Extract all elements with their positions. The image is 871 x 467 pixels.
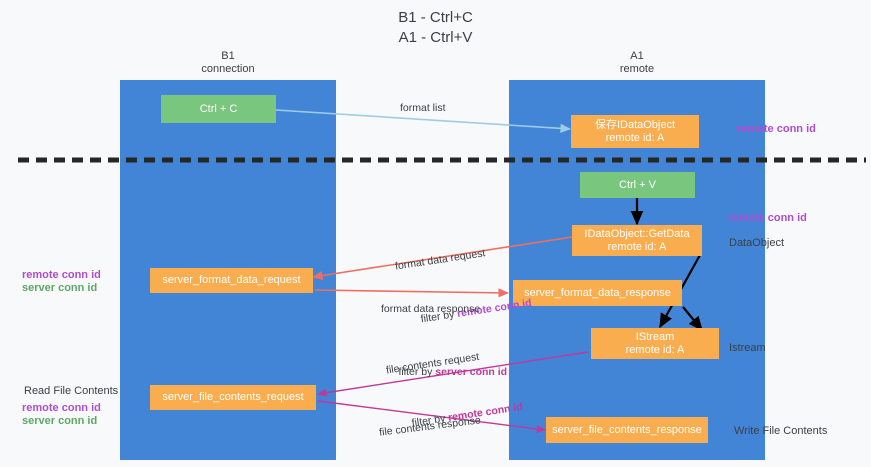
- right-label-dataobject: DataObject: [729, 237, 785, 249]
- edge-label-format-data-response: format data response filter by server co…: [381, 274, 507, 421]
- node-server-file-contents-request[interactable]: server_file_contents_request: [150, 385, 316, 410]
- node-server-format-data-request[interactable]: server_format_data_request: [150, 268, 313, 293]
- column-header-a1: A1 remote: [619, 50, 655, 75]
- node-istream[interactable]: IStream remote id: A: [591, 328, 719, 359]
- right-label-write-file-contents: Write File Contents: [734, 425, 828, 437]
- left-label-server-conn-id-bottom: server conn id: [22, 415, 98, 427]
- node-save-idataobject[interactable]: 保存IDataObject remote id: A: [571, 115, 699, 148]
- edge-label-format-data-response-filter: filter by server conn id: [398, 366, 508, 378]
- edge-label-format-list: format list: [400, 102, 446, 114]
- edge-label-format-data-request-text: format data request: [394, 247, 487, 273]
- left-label-server-conn-id-mid: server conn id: [22, 282, 98, 294]
- right-label-istream: Istream: [729, 342, 766, 354]
- node-server-file-contents-response[interactable]: server_file_contents_response: [546, 417, 708, 443]
- right-label-remote-conn-id-top: remote conn id: [737, 123, 816, 135]
- edge-label-file-contents-request-text: file contents request: [385, 350, 481, 377]
- right-label-remote-conn-id-mid: remote conn id: [728, 212, 807, 224]
- edge-label-format-data-response-text: format data response: [381, 303, 481, 315]
- left-label-remote-conn-id-bottom: remote conn id: [22, 402, 101, 414]
- left-label-remote-conn-id-mid: remote conn id: [22, 269, 101, 281]
- column-header-b1: B1 connection: [201, 50, 255, 75]
- node-ctrl-c[interactable]: Ctrl + C: [161, 95, 276, 123]
- edge-label-file-contents-response: file contents response filter by server …: [375, 383, 518, 467]
- edge-label-file-contents-response-text: file contents response: [378, 414, 482, 439]
- node-server-format-data-response[interactable]: server_format_data_response: [513, 280, 682, 306]
- node-idataobject-getdata[interactable]: IDataObject::GetData remote id: A: [572, 225, 702, 256]
- edge-label-file-contents-response-filter: filter by server conn id: [384, 456, 514, 467]
- diagram-title: B1 - Ctrl+C A1 - Ctrl+V: [398, 9, 473, 46]
- left-label-read-file-contents: Read File Contents: [24, 385, 119, 397]
- node-ctrl-v[interactable]: Ctrl + V: [580, 172, 695, 198]
- filter-key-server-conn-id: server conn id: [435, 366, 508, 378]
